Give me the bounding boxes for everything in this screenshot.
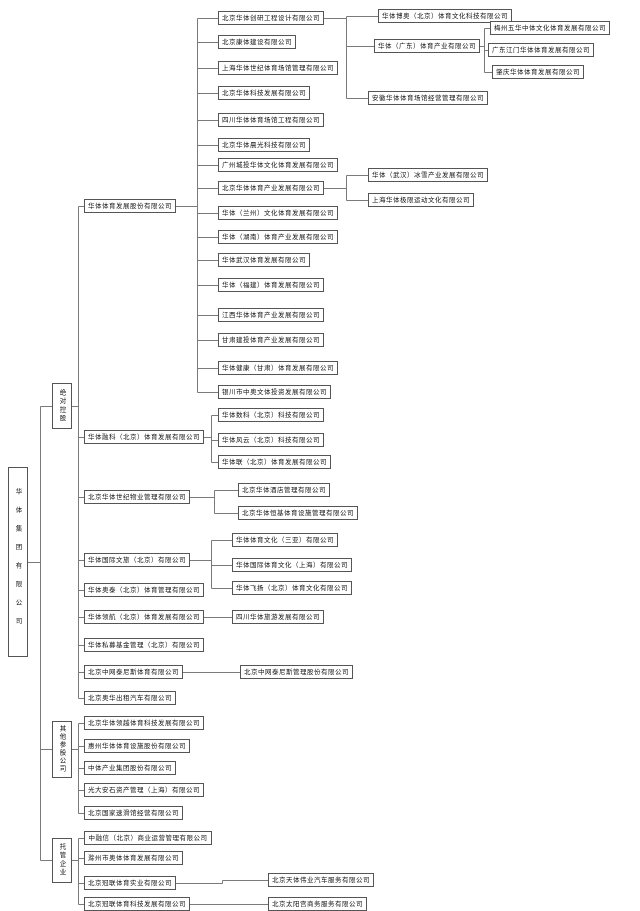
company-node: 华体风云（北京）科技有限公司 (218, 433, 324, 447)
company-node: 肇庆华体体育发展有限公司 (492, 65, 584, 79)
company-node: 北京华体科技发展有限公司 (218, 86, 310, 100)
company-node: 华体数科（北京）科技有限公司 (218, 408, 324, 422)
company-node: 北京国家速滑馆经营有限公司 (84, 806, 183, 820)
company-node: 北京冠联体育科技发展有限公司 (84, 897, 190, 911)
company-node: 华体飞扬（北京）体育文化有限公司 (232, 581, 352, 595)
company-node: 华体国际文旅（北京）有限公司 (84, 553, 190, 567)
company-node: 广东江门华体体育发展有限公司 (488, 43, 594, 57)
company-node: 北京华体晨光科技有限公司 (218, 138, 310, 152)
category-node: 托管企业 (52, 837, 72, 883)
company-node: 惠州华体体育设施股份有限公司 (84, 739, 190, 753)
company-node: 北京华体酒店管理有限公司 (238, 483, 330, 497)
company-node: 光大安石资产管理（上海）有限公司 (84, 783, 204, 797)
company-node: 中融信（北京）商业运营管理有限公司 (84, 831, 212, 845)
company-node: 华体（兰州）文化体育发展有限公司 (218, 206, 338, 220)
company-node: 梅州五华中体文化体育发展有限公司 (490, 21, 610, 35)
company-node: 华体（福建）体育发展有限公司 (218, 278, 324, 292)
company-node: 北京中网泰尼斯体育有限公司 (84, 665, 183, 679)
company-node: 华体奥泰（北京）体育管理有限公司 (84, 583, 204, 597)
company-node: 华体（湖南）体育产业发展有限公司 (218, 230, 338, 244)
company-node: 北京太阳宫商务服务有限公司 (268, 897, 367, 911)
company-node: 华体体育文化（三亚）有限公司 (232, 533, 338, 547)
company-node: 甘肃建投体育产业发展有限公司 (218, 333, 324, 347)
company-node: 华体武汉体育发展有限公司 (218, 253, 310, 267)
company-node: 北京华体恒基体育设施管理有限公司 (238, 506, 358, 520)
company-node: 华体国际体育文化（上海）有限公司 (232, 558, 352, 572)
company-node: 北京华体世纪物业管理有限公司 (84, 490, 190, 504)
company-node: 四川华体旅游发展有限公司 (232, 610, 324, 624)
company-node: 安徽华体体育场馆经营管理有限公司 (368, 91, 488, 105)
company-node: 北京冠联体育实业有限公司 (84, 876, 176, 890)
category-node: 其他参股公司 (52, 720, 72, 778)
company-node: 四川华体体育场馆工程有限公司 (218, 113, 324, 127)
company-node: 北京天体伟业汽车服务有限公司 (268, 873, 374, 887)
company-node: 华体博奥（北京）体育文化科技有限公司 (378, 9, 512, 23)
company-node: 北京华体领越体育科技发展有限公司 (84, 716, 204, 730)
company-node: 北京奥华出租汽车有限公司 (84, 691, 176, 705)
company-node: 中体产业集团股份有限公司 (84, 761, 176, 775)
company-node: 上海华体世纪体育场馆管理有限公司 (218, 61, 338, 75)
company-node: 上海华体极限运动文化有限公司 (368, 193, 474, 207)
company-node: 华体健康（甘肃）体育发展有限公司 (218, 361, 338, 375)
company-node: 华体领航（北京）体育发展有限公司 (84, 610, 204, 624)
company-node: 北京华体体育产业发展有限公司 (218, 181, 324, 195)
company-node: 北京康体建设有限公司 (218, 35, 296, 49)
company-node: 华体（广东）体育产业有限公司 (374, 39, 480, 53)
company-node: 广州城投华体文化体育发展有限公司 (218, 158, 338, 172)
company-node: 华体联（北京）体育发展有限公司 (218, 455, 331, 469)
company-node: 华体体育发展股份有限公司 (84, 199, 176, 213)
company-node: 北京华体创研工程设计有限公司 (218, 11, 324, 25)
company-node: 银川市中奥文体投资发展有限公司 (218, 385, 331, 399)
company-node: 江西华体体育产业发展有限公司 (218, 308, 324, 322)
company-node: 北京中网泰尼斯管理股份有限公司 (240, 665, 353, 679)
company-node: 华体融科（北京）体育发展有限公司 (84, 430, 204, 444)
category-node: 绝对控股 (52, 383, 72, 429)
company-node: 滁州市奥体体育发展有限公司 (84, 851, 183, 865)
company-node: 华体（武汉）冰雪产业发展有限公司 (368, 168, 488, 182)
company-node: 华体私募基金管理（北京）有限公司 (84, 638, 204, 652)
group-company-node: 华体集团有限公司 (8, 467, 28, 657)
